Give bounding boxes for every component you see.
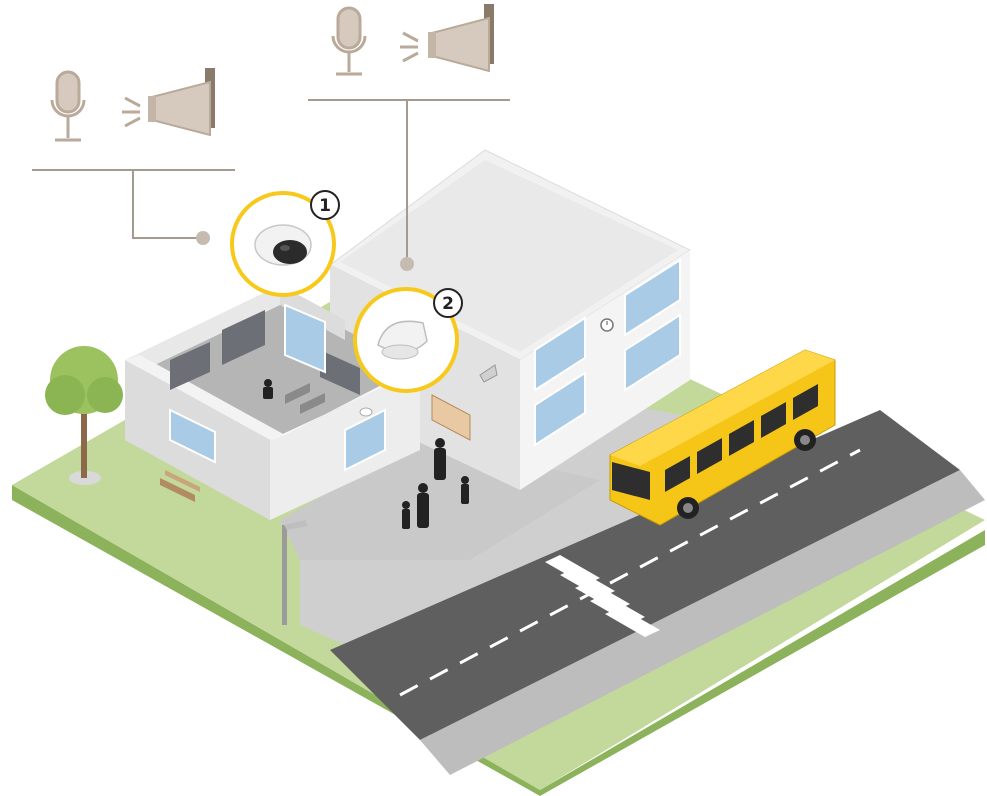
callout-number-1: 1: [319, 196, 331, 216]
microphone-icon: [50, 70, 86, 142]
installed-camera-icon: [359, 407, 373, 417]
wall-speaker-icon: [479, 364, 498, 383]
notice-board: [431, 394, 471, 441]
tree: [45, 346, 123, 485]
sound-waves-icon: [400, 31, 419, 63]
audio-group-top: [308, 4, 510, 271]
lockers: [170, 310, 360, 395]
sound-waves-icon: [122, 96, 141, 128]
building-windows: [534, 258, 681, 447]
microphone-icon: [331, 6, 367, 76]
connector-line-left: [32, 169, 235, 239]
connector-dot: [196, 231, 210, 245]
connector-dot: [400, 257, 414, 271]
low-building: [125, 285, 420, 520]
callout-number-badge: [433, 288, 463, 318]
street-lamp: [282, 520, 308, 625]
crosswalk: [545, 555, 660, 637]
people-group: [402, 438, 469, 529]
callout-camera-2: 2: [353, 287, 463, 393]
callout-number-badge: [310, 190, 340, 220]
audio-group-left: [32, 68, 235, 245]
dome-camera-icon: [254, 224, 312, 266]
callout-number-2: 2: [442, 294, 454, 314]
road: [330, 410, 985, 775]
school-bus: [609, 349, 836, 526]
bench: [160, 470, 200, 502]
callout-camera-1: 1: [230, 190, 340, 297]
outdoor-dome-camera-icon: [377, 320, 428, 360]
person-sitting: [263, 379, 273, 399]
clock-icon: [600, 318, 614, 332]
connector-line-top: [308, 99, 510, 258]
horn-speaker-icon: [148, 68, 215, 137]
horn-speaker-icon: [428, 4, 494, 73]
